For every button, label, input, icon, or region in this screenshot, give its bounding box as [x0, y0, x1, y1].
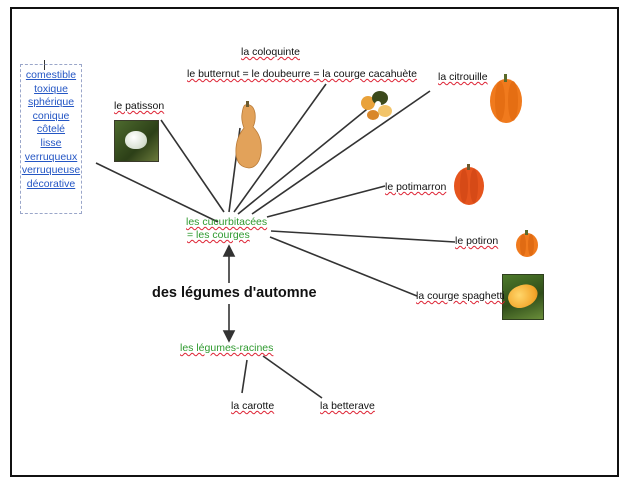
adjective-list: comestible toxique sphérique conique côt…: [20, 69, 82, 191]
courges-cacahuete-illustration: [361, 91, 392, 120]
arrowhead-up: [222, 244, 236, 257]
arrowhead-down: [222, 330, 236, 343]
link-racines-carotte: [241, 359, 248, 394]
node-legumes-racines[interactable]: les légumes-racines: [180, 342, 274, 354]
link-cucurbitacees-coloquinte: [233, 83, 327, 213]
label-betterave[interactable]: la betterave: [320, 400, 375, 412]
label-potiron[interactable]: le potiron: [455, 235, 499, 247]
link-racines-betterave: [262, 355, 323, 399]
adjective-item[interactable]: verruqueux: [24, 150, 78, 163]
adjective-item[interactable]: sphérique: [27, 96, 75, 109]
link-cucurbitacees-cacahuete: [237, 100, 378, 215]
adjective-box[interactable]: [20, 64, 82, 214]
patisson-photo: [114, 120, 159, 162]
link-cucurbitacees-potimarron: [266, 185, 386, 218]
adjective-item[interactable]: conique: [32, 109, 70, 122]
adjective-item[interactable]: côtelé: [36, 123, 66, 136]
adjective-item[interactable]: toxique: [34, 82, 68, 95]
label-butternut[interactable]: le butternut = le doubeurre = la courge …: [187, 68, 417, 80]
potiron-illustration: [516, 230, 538, 257]
citrouille-illustration: [490, 74, 522, 123]
link-cucurbitacees-citrouille: [251, 90, 431, 215]
label-potimarron[interactable]: le potimarron: [385, 181, 447, 193]
link-cucurbitacees-adjectives: [95, 162, 219, 223]
node-cucurbitacees[interactable]: les cucurbitacées: [186, 216, 268, 228]
label-patisson[interactable]: le patisson: [114, 100, 165, 112]
link-cucurbitacees-spaghetti: [269, 236, 418, 297]
label-courge-spaghetti[interactable]: la courge spaghetti: [416, 290, 505, 302]
node-courges[interactable]: = les courges: [187, 229, 250, 241]
text-cursor: [44, 60, 45, 70]
adjective-item[interactable]: lisse: [40, 136, 62, 149]
potimarron-illustration: [454, 164, 484, 205]
adjective-item[interactable]: comestible: [25, 69, 77, 81]
label-carotte[interactable]: la carotte: [231, 400, 275, 412]
central-topic[interactable]: des légumes d'automne: [152, 285, 317, 301]
adjective-item[interactable]: verruqueuse: [21, 164, 81, 177]
adjective-item[interactable]: décorative: [26, 177, 76, 190]
link-cucurbitacees-patisson: [160, 119, 225, 213]
butternut-illustration: [235, 101, 262, 169]
courge-spaghetti-photo: [502, 274, 544, 320]
label-citrouille[interactable]: la citrouille: [438, 71, 488, 83]
label-coloquinte[interactable]: la coloquinte: [241, 46, 300, 58]
link-cucurbitacees-potiron: [270, 230, 456, 243]
